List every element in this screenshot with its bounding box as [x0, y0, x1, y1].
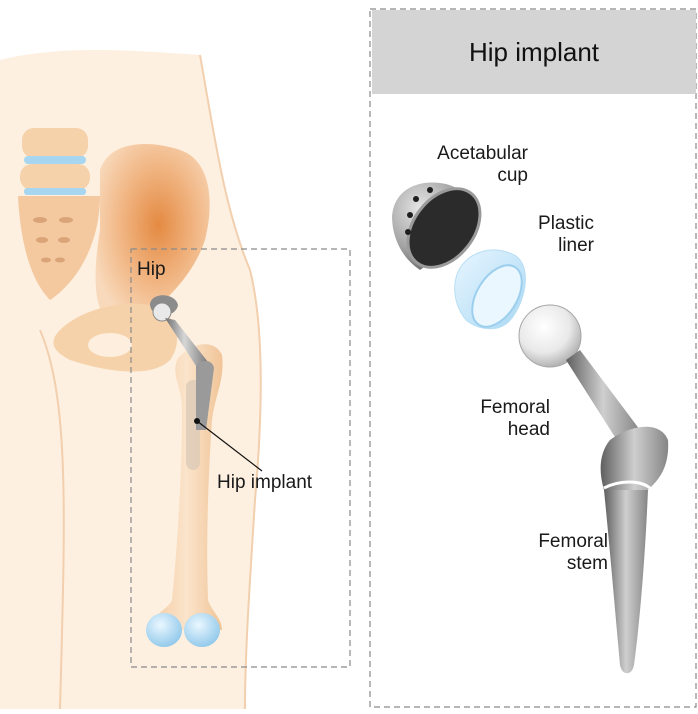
- plastic-liner-label-line1: Plastic: [512, 213, 594, 235]
- femoral-stem-label: Femoral stem: [516, 531, 608, 575]
- femoral-head-label: Femoral head: [458, 397, 550, 441]
- plastic-liner: [455, 250, 532, 336]
- femoral-stem-label-line2: stem: [516, 553, 608, 575]
- panel-title: Hip implant: [372, 10, 696, 94]
- plastic-liner-label: Plastic liner: [512, 213, 594, 257]
- femoral-head-label-line1: Femoral: [458, 397, 550, 419]
- acetabular-cup-label-line2: cup: [412, 165, 528, 187]
- femoral-head-label-line2: head: [458, 419, 550, 441]
- hip-label: Hip: [137, 259, 166, 281]
- plastic-liner-label-line2: liner: [512, 235, 594, 257]
- femoral-stem: [566, 350, 668, 673]
- acetabular-cup-label-line1: Acetabular: [412, 143, 528, 165]
- femoral-stem-label-line1: Femoral: [516, 531, 608, 553]
- implant-label: Hip implant: [217, 472, 312, 494]
- acetabular-cup-label: Acetabular cup: [412, 143, 528, 187]
